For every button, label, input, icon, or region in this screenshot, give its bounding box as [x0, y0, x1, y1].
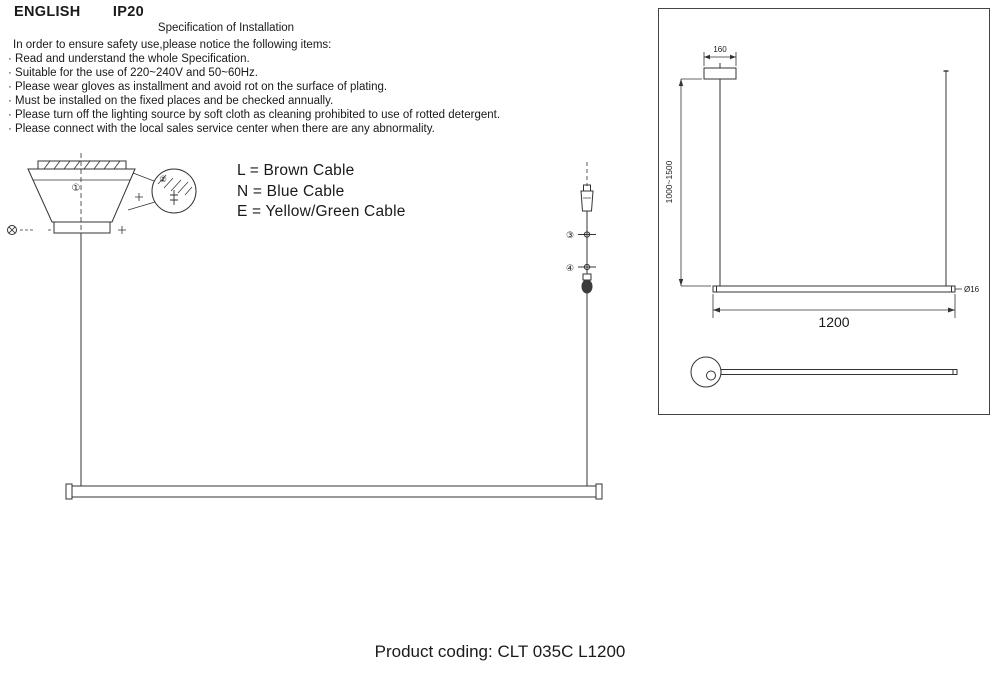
cable-legend-neutral: N = Blue Cable — [237, 182, 345, 200]
callout-4: ④ — [566, 263, 574, 273]
dim-bar-length-label: 1200 — [818, 314, 849, 330]
callout-3: ③ — [566, 230, 574, 240]
dimension-drawing: 160 1000~1500 Ø16 1200 — [664, 45, 980, 388]
dim-suspension-height-label: 1000~1500 — [664, 160, 674, 203]
spec-item: · Suitable for the use of 220~240V and 5… — [8, 67, 258, 79]
cable-legend: L = Brown Cable N = Blue Cable E = Yello… — [237, 161, 406, 223]
front-view-drawing — [703, 63, 962, 293]
spec-intro: In order to ensure safety use,please not… — [13, 39, 332, 51]
cable-legend-earth: E = Yellow/Green Cable — [237, 203, 406, 220]
ip-rating-label: IP20 — [112, 4, 144, 20]
callout-1: ① — [72, 183, 81, 194]
light-bar-drawing — [65, 483, 603, 500]
product-coding: Product coding: CLT 035C L1200 — [374, 642, 626, 661]
spec-item: · Please connect with the local sales se… — [8, 123, 435, 135]
language-label: ENGLISH — [14, 4, 81, 20]
spec-item: · Must be installed on the fixed places … — [8, 95, 334, 107]
callout-2: ② — [159, 174, 167, 184]
spec-item: · Please wear gloves as installment and … — [8, 81, 388, 93]
suspension-detail-drawing — [578, 162, 596, 486]
side-view-drawing — [690, 356, 958, 388]
sheet-header: ENGLISH IP20 — [14, 4, 144, 20]
dim-bar-length — [712, 294, 956, 318]
dimension-panel: 160 1000~1500 Ø16 1200 — [658, 8, 990, 415]
dim-canopy-width-label: 160 — [713, 45, 727, 54]
installation-drawing: ① ② ③ ④ — [7, 153, 603, 500]
cable-legend-live: L = Brown Cable — [237, 162, 355, 179]
spec-instructions: In order to ensure safety use,please not… — [8, 38, 500, 136]
ceiling-canopy-drawing — [7, 153, 197, 240]
dim-canopy-width — [703, 52, 737, 66]
spec-item: · Please turn off the lighting source by… — [8, 109, 501, 121]
dim-bar-diameter-label: Ø16 — [964, 285, 980, 294]
dim-suspension-height — [678, 78, 711, 287]
spec-title: Specification of Installation — [157, 22, 295, 34]
spec-item: · Read and understand the whole Specific… — [8, 53, 250, 65]
